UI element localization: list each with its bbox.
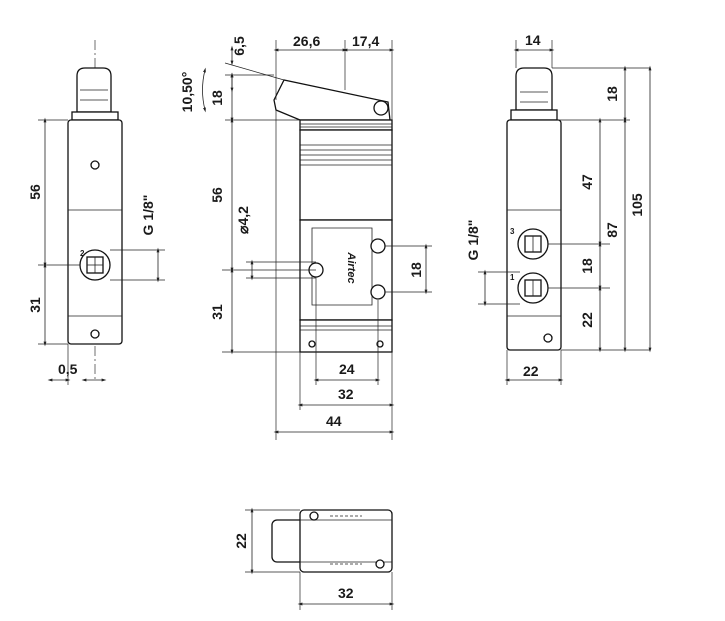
front-brand: Airtec [345, 251, 357, 283]
front-port-bottom [370, 284, 386, 300]
right-dim-14: 14 [525, 32, 541, 48]
front-lever-pivot [373, 100, 389, 116]
front-dim-32: 32 [338, 386, 354, 402]
right-collar [510, 109, 558, 121]
left-hole-top [90, 160, 100, 170]
right-dim-18-port: 18 [579, 258, 595, 274]
right-port-number-1: 1 [510, 273, 515, 282]
front-port-top [370, 238, 386, 254]
left-thread-label: G 1/8" [140, 195, 156, 236]
front-view: Airtec 26,6 17,4 6,5 10,50° 18 [179, 33, 432, 440]
right-thread-label: G 1/8" [465, 220, 481, 261]
front-upper-body [299, 129, 393, 221]
front-dim-31: 31 [209, 304, 225, 320]
left-side-view: 2 56 31 G 1/8" 0,5 [27, 40, 165, 385]
front-dim-6-5: 6,5 [231, 36, 247, 56]
left-body [67, 119, 123, 345]
front-dim-26-6: 26,6 [293, 33, 320, 49]
right-side-view: 3 1 14 18 47 18 22 87 105 G 1/8" [465, 32, 652, 385]
front-dim-18-rise: 18 [209, 90, 225, 106]
right-dim-18-top: 18 [604, 86, 620, 102]
front-dim-17-4: 17,4 [352, 33, 379, 49]
right-cap [515, 67, 553, 111]
front-dim-56: 56 [209, 187, 225, 203]
front-dim-angle: 10,50° [179, 72, 195, 113]
bottom-view: 22 32 [233, 507, 395, 610]
right-dim-105: 105 [629, 193, 645, 217]
front-base [299, 319, 393, 353]
bottom-dim-22: 22 [233, 533, 249, 549]
front-dim-port-18: 18 [408, 262, 424, 278]
left-dim-offset: 0,5 [58, 361, 78, 377]
front-dim-24: 24 [339, 361, 355, 377]
bottom-dim-32: 32 [338, 585, 354, 601]
left-port-number: 2 [80, 249, 85, 258]
bottom-body [299, 509, 393, 573]
left-dim-31: 31 [27, 297, 43, 313]
left-collar [71, 111, 119, 121]
front-label-plate [311, 227, 373, 306]
right-port-number-3: 3 [510, 227, 515, 236]
front-fins-top [299, 119, 393, 131]
right-dim-47: 47 [579, 174, 595, 190]
right-dim-22-bottom: 22 [579, 312, 595, 328]
right-dim-87: 87 [604, 222, 620, 238]
left-dim-56: 56 [27, 184, 43, 200]
front-dim-hole: ⌀4,2 [235, 206, 251, 234]
front-lever [273, 79, 391, 121]
left-hole-bottom [90, 329, 100, 339]
front-dim-44: 44 [326, 413, 342, 429]
right-dim-22-width: 22 [523, 363, 539, 379]
